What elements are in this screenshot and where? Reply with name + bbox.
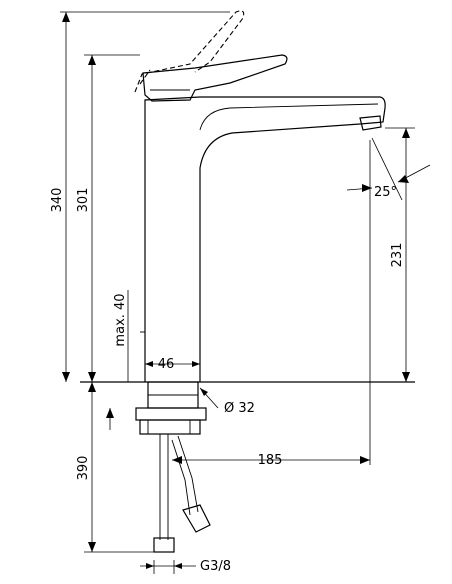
dim-label-390: 390 bbox=[76, 456, 91, 481]
dim-label-g38: G3/8 bbox=[200, 559, 231, 574]
dim-label-46: 46 bbox=[158, 357, 175, 372]
dimension-lines bbox=[60, 11, 431, 574]
dim-label-301: 301 bbox=[76, 188, 91, 213]
hose-fitting-right bbox=[182, 504, 211, 533]
supply-hose-left bbox=[159, 434, 169, 540]
dim-label-angle: 25° bbox=[374, 185, 397, 200]
hose-fitting-left bbox=[153, 537, 175, 553]
supply-hose-right bbox=[171, 435, 199, 516]
dim-label-185: 185 bbox=[258, 453, 283, 468]
dim-label-340: 340 bbox=[50, 188, 65, 213]
faucet-outline bbox=[80, 10, 415, 553]
dim-label-231: 231 bbox=[390, 243, 405, 268]
mounting-plate bbox=[135, 407, 207, 421]
dim-label-diameter: Ø 32 bbox=[224, 401, 255, 416]
mounting-nut bbox=[139, 419, 201, 435]
dim-label-max40: max. 40 bbox=[113, 293, 128, 346]
